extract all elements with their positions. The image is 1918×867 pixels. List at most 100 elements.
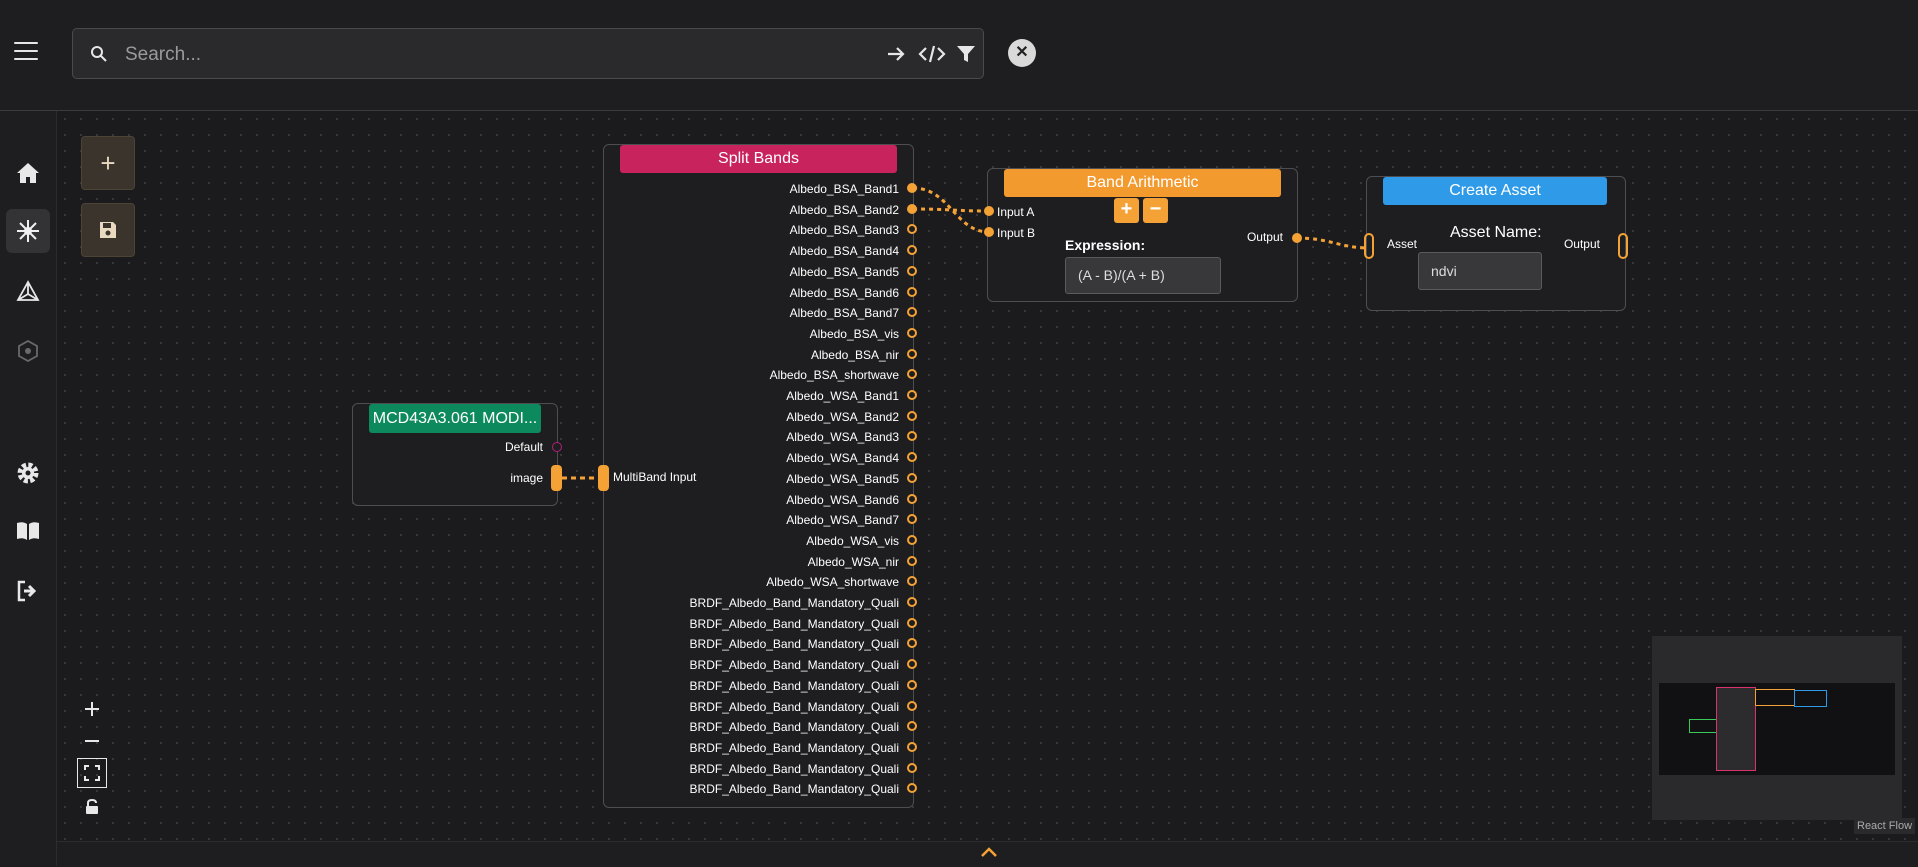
- minimap-node-mcd: [1689, 719, 1717, 733]
- code-icon[interactable]: [918, 43, 946, 65]
- handle-band-output[interactable]: [907, 741, 917, 752]
- fit-view-icon[interactable]: [77, 758, 107, 788]
- handle-band-output[interactable]: [907, 638, 917, 649]
- node-title: Split Bands: [620, 145, 897, 173]
- flow-editor-icon[interactable]: [6, 209, 50, 253]
- remove-input-button[interactable]: −: [1143, 198, 1168, 223]
- handle-band-output[interactable]: [907, 452, 917, 463]
- input-label-b: Input B: [997, 226, 1036, 240]
- handle-default[interactable]: [552, 442, 562, 452]
- handle-band-output[interactable]: [907, 534, 917, 545]
- input-label-multiband: MultiBand Input: [613, 470, 697, 484]
- handle-band-output[interactable]: [907, 390, 917, 400]
- output-label-band: BRDF_Albedo_Band_Mandatory_Quali: [689, 658, 899, 673]
- node-create-asset[interactable]: Create Asset Asset Asset Name: ndvi Outp…: [1366, 176, 1626, 311]
- save-button[interactable]: [81, 203, 135, 257]
- handle-image[interactable]: [551, 465, 562, 491]
- menu-icon[interactable]: [14, 42, 38, 62]
- docs-icon[interactable]: [6, 509, 50, 553]
- arrow-right-icon[interactable]: [885, 43, 907, 65]
- handle-band-output[interactable]: [907, 617, 917, 628]
- settings-icon[interactable]: [6, 451, 50, 495]
- handle-band-output[interactable]: [907, 327, 917, 338]
- input-label-asset: Asset: [1387, 237, 1418, 251]
- lock-icon[interactable]: [77, 792, 107, 822]
- output-label: Output: [1563, 237, 1600, 251]
- handle-band-output[interactable]: [907, 721, 917, 732]
- handle-band-output[interactable]: [907, 514, 917, 525]
- chevron-up-icon[interactable]: [980, 846, 998, 858]
- sidebar: [0, 111, 57, 866]
- handle-band-output[interactable]: [907, 348, 917, 359]
- filter-icon[interactable]: [955, 43, 977, 65]
- node-mcd43a3[interactable]: MCD43A3.061 MODI... Default image: [352, 403, 558, 506]
- handle-band-output[interactable]: [907, 286, 917, 297]
- home-icon[interactable]: [6, 151, 50, 195]
- asset-name-label: Asset Name:: [1450, 224, 1542, 241]
- network-icon[interactable]: [6, 329, 50, 373]
- output-label-band: Albedo_WSA_Band4: [786, 451, 899, 466]
- handle-band-output[interactable]: [907, 597, 917, 607]
- handle-band-output[interactable]: [907, 410, 917, 421]
- zoom-out-icon[interactable]: [77, 726, 107, 756]
- minimap-node-band: [1755, 689, 1795, 706]
- output-label-band: Albedo_WSA_nir: [807, 554, 899, 569]
- handle-band-output[interactable]: [907, 245, 917, 256]
- handle-band-output[interactable]: [907, 369, 917, 380]
- search-input[interactable]: [123, 39, 827, 71]
- asset-name-input[interactable]: ndvi: [1418, 252, 1542, 290]
- output-label-band: Albedo_BSA_Band2: [789, 202, 899, 217]
- react-flow-attribution[interactable]: React Flow: [1854, 818, 1916, 834]
- logout-icon[interactable]: [6, 569, 50, 613]
- handle-band-output[interactable]: [907, 659, 917, 670]
- input-label-a: Input A: [997, 205, 1035, 219]
- handle-input-b[interactable]: [984, 227, 994, 237]
- handle-band-output[interactable]: [907, 224, 917, 235]
- add-input-button[interactable]: +: [1114, 198, 1139, 223]
- handle-band-output[interactable]: [907, 762, 917, 773]
- node-split-bands[interactable]: Split Bands MultiBand Input Albedo_BSA_B…: [603, 144, 914, 808]
- handle-band-output[interactable]: [907, 555, 917, 566]
- plus-icon: +: [100, 148, 116, 178]
- handle-band-output[interactable]: [1292, 233, 1302, 243]
- handle-band-output[interactable]: [907, 265, 917, 276]
- node-band-arithmetic[interactable]: Band Arithmetic + − Input A Input B Expr…: [987, 168, 1298, 302]
- add-node-button[interactable]: +: [81, 136, 135, 190]
- search-box: [72, 28, 984, 79]
- graph-icon[interactable]: [6, 269, 50, 313]
- handle-multiband-input[interactable]: [598, 465, 609, 491]
- output-label-band: BRDF_Albedo_Band_Mandatory_Quali: [689, 678, 899, 693]
- node-title: MCD43A3.061 MODI...: [369, 404, 541, 433]
- output-label-band: BRDF_Albedo_Band_Mandatory_Quali: [689, 699, 899, 714]
- expression-input[interactable]: (A - B)/(A + B): [1065, 257, 1221, 294]
- output-label-band: BRDF_Albedo_Band_Mandatory_Quali: [689, 596, 899, 610]
- search-icon: [91, 46, 107, 62]
- handle-band-output[interactable]: [907, 307, 917, 318]
- output-label-band: Albedo_WSA_shortwave: [766, 575, 899, 590]
- output-label-band: Albedo_WSA_Band6: [786, 492, 899, 507]
- output-label-band: BRDF_Albedo_Band_Mandatory_Quali: [689, 637, 899, 652]
- handle-band-output[interactable]: [907, 203, 917, 214]
- handle-band-output[interactable]: [907, 183, 917, 193]
- handle-asset-output[interactable]: [1618, 233, 1628, 259]
- handle-band-output[interactable]: [907, 576, 917, 587]
- close-icon[interactable]: ✕: [1008, 39, 1036, 67]
- handle-input-a[interactable]: [984, 206, 994, 216]
- handle-band-output[interactable]: [907, 472, 917, 483]
- handle-band-output[interactable]: [907, 783, 917, 794]
- output-label-band: Albedo_WSA_Band5: [786, 471, 899, 486]
- handle-asset-input[interactable]: [1364, 233, 1374, 259]
- expression-label: Expression:: [1065, 237, 1146, 253]
- output-label-band: Albedo_BSA_vis: [809, 326, 899, 341]
- zoom-in-icon[interactable]: [77, 694, 107, 724]
- output-label-band: Albedo_BSA_Band4: [789, 244, 899, 259]
- output-label-band: Albedo_BSA_Band1: [789, 182, 899, 196]
- save-icon: [100, 222, 116, 238]
- handle-band-output[interactable]: [907, 431, 917, 442]
- handle-band-output[interactable]: [907, 493, 917, 504]
- output-label-band: Albedo_BSA_Band7: [789, 306, 899, 321]
- handle-band-output[interactable]: [907, 679, 917, 690]
- zoom-controls: [77, 694, 107, 826]
- handle-band-output[interactable]: [907, 700, 917, 711]
- minimap[interactable]: [1652, 636, 1902, 820]
